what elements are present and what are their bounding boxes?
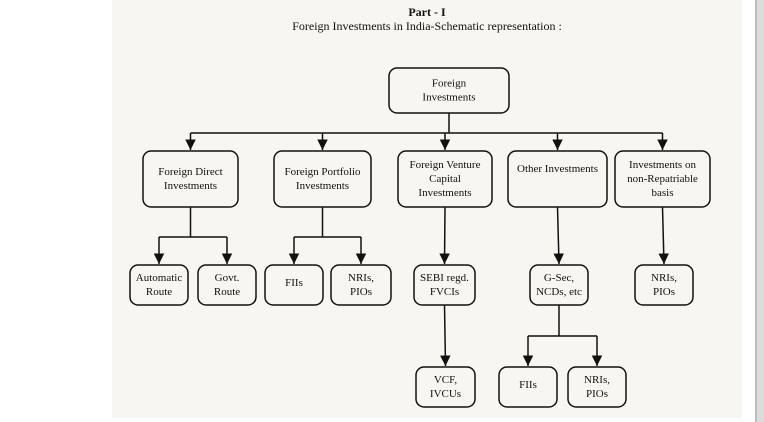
node-vcf: VCF, IVCUs <box>415 366 476 408</box>
node-nri2: NRIs, PIOs <box>567 366 627 408</box>
node-label-line: VCF, <box>434 374 458 386</box>
node-box <box>498 366 558 408</box>
node-box <box>388 67 510 114</box>
node-box <box>397 150 493 208</box>
node-box <box>330 264 392 306</box>
node-other: Other Investments <box>507 150 608 208</box>
node-box <box>273 150 372 208</box>
node-nri3: NRIs, PIOs <box>634 264 694 306</box>
node-label-line: Investments <box>296 180 349 192</box>
node-label-line: Investments <box>422 92 475 104</box>
node-label-line: FIIs <box>285 277 303 289</box>
node-nonrep: Investments on non-Repatriable basis <box>614 150 711 208</box>
part-heading: Part - I <box>408 5 446 19</box>
node-label-line: Other Investments <box>517 163 598 175</box>
node-label-line: NCDs, etc <box>536 286 582 298</box>
node-label-line: FIIs <box>519 379 537 391</box>
node-label-line: basis <box>652 187 674 199</box>
node-label-line: Investments on <box>629 159 696 171</box>
node-box <box>197 264 257 306</box>
node-box <box>413 264 476 306</box>
node-label-line: Capital <box>429 173 461 185</box>
node-box <box>415 366 476 408</box>
node-label-line: Foreign <box>432 78 467 90</box>
node-box <box>507 150 608 208</box>
node-gsec: G-Sec, NCDs, etc <box>529 264 589 306</box>
node-label-line: Foreign Venture <box>410 159 481 171</box>
node-label-line: FVCIs <box>430 286 459 298</box>
node-box <box>614 150 711 208</box>
node-label-line: Route <box>214 286 240 298</box>
node-label-line: SEBI regd. <box>420 272 469 284</box>
node-label-line: G-Sec, <box>544 272 574 284</box>
node-label-line: Investments <box>164 180 217 192</box>
node-box <box>129 264 189 306</box>
node-label-line: NRIs, <box>651 272 677 284</box>
node-sebi: SEBI regd. FVCIs <box>413 264 476 306</box>
connector-arrow-fvci-sebi <box>439 206 450 265</box>
node-label-line: Route <box>146 286 172 298</box>
node-nri1: NRIs, PIOs <box>330 264 392 306</box>
diagram-title: Foreign Investments in India-Schematic r… <box>292 19 562 33</box>
node-label-line: non-Repatriable <box>627 173 698 185</box>
window-border-line <box>755 0 757 422</box>
connector-arrow-sebi-vcf <box>440 304 451 367</box>
node-label-line: Govt. <box>215 272 240 284</box>
node-box <box>634 264 694 306</box>
node-label-line: Foreign Portfolio <box>284 166 361 178</box>
node-label-line: IVCUs <box>430 388 461 400</box>
connector-arrow-nonrep-nri3 <box>658 206 669 265</box>
node-label-line: PIOs <box>350 286 372 298</box>
node-govt: Govt. Route <box>197 264 257 306</box>
node-label-line: PIOs <box>653 286 675 298</box>
node-label-line: PIOs <box>586 388 608 400</box>
node-fiis1: FIIs <box>264 264 324 306</box>
node-label-line: Foreign Direct <box>158 166 222 178</box>
node-label-line: NRIs, <box>348 272 374 284</box>
node-box <box>264 264 324 306</box>
node-box <box>529 264 589 306</box>
node-box <box>567 366 627 408</box>
connector-arrow-other-gsec <box>553 206 564 265</box>
node-box <box>142 150 239 208</box>
node-label-line: Automatic <box>136 272 183 284</box>
node-fiis2: FIIs <box>498 366 558 408</box>
node-label-line: Investments <box>418 187 471 199</box>
window-border <box>757 0 764 422</box>
node-label-line: NRIs, <box>584 374 610 386</box>
